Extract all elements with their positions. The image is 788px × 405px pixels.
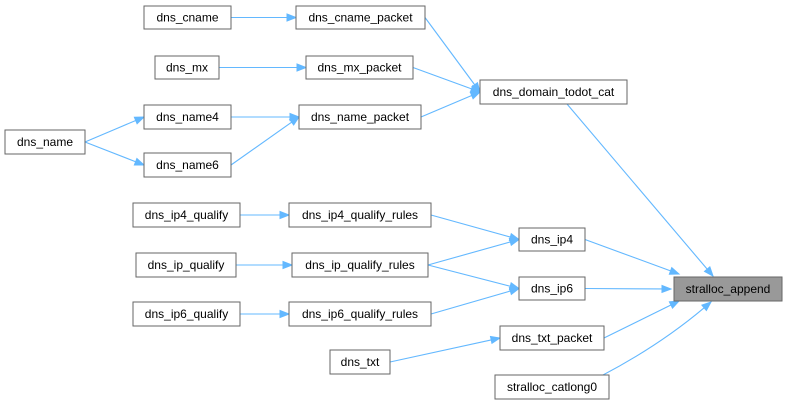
node-label: stralloc_catlong0 xyxy=(507,380,597,394)
node-dns-txt[interactable]: dns_txt xyxy=(329,349,391,375)
node-dns-mx[interactable]: dns_mx xyxy=(154,55,220,80)
edge-dns-ip4-qualify-rules-to-dns-ip4 xyxy=(430,214,521,242)
node-label: dns_ip_qualify xyxy=(148,258,225,272)
edge-dns-txt-to-dns-txt-packet xyxy=(389,335,502,363)
edge-dns-name-to-dns-name4 xyxy=(84,116,146,143)
edge-dns-ip-qualify-rules-to-dns-ip6 xyxy=(427,264,521,291)
edge-dns-ip-qualify-to-dns-ip-qualify-rules xyxy=(236,260,294,270)
edge-dns-mx-packet-to-dns-domain-todot-cat xyxy=(412,66,482,93)
node-label: dns_name4 xyxy=(156,110,219,124)
node-label: dns_mx_packet xyxy=(317,61,402,75)
edge-dns-name-packet-to-dns-domain-todot-cat xyxy=(420,91,482,118)
node-dns-txt-packet[interactable]: dns_txt_packet xyxy=(499,325,605,351)
edge-dns-cname-to-dns-cname-packet xyxy=(231,13,298,22)
edge-dns-ip-qualify-rules-to-dns-ip4 xyxy=(427,237,521,266)
node-dns-ip6[interactable]: dns_ip6 xyxy=(518,276,586,301)
edge-dns-name6-to-dns-name-packet xyxy=(230,116,301,166)
edge-stralloc-catlong0-to-stralloc-append xyxy=(602,301,713,376)
edge-dns-txt-packet-to-stralloc-append xyxy=(603,300,681,339)
node-label: dns_name6 xyxy=(156,158,219,172)
edge-dns-ip6-qualify-to-dns-ip6-qualify-rules xyxy=(240,309,291,319)
edge-dns-ip6-qualify-rules-to-dns-ip6 xyxy=(430,287,521,315)
node-label: dns_mx xyxy=(166,61,208,75)
edge-dns-ip6-to-stralloc-append xyxy=(584,284,673,294)
node-label: dns_txt_packet xyxy=(512,331,593,345)
node-label: dns_ip6_qualify_rules xyxy=(302,307,418,321)
node-dns-name[interactable]: dns_name xyxy=(4,129,86,155)
node-stralloc-catlong0[interactable]: stralloc_catlong0 xyxy=(494,374,610,400)
node-label: dns_ip6_qualify xyxy=(145,307,228,321)
node-label: dns_ip4 xyxy=(531,233,573,247)
edge-dns-cname-packet-to-dns-domain-todot-cat xyxy=(424,17,481,94)
node-dns-ip4[interactable]: dns_ip4 xyxy=(518,227,586,252)
edge-dns-ip4-to-stralloc-append xyxy=(584,238,681,275)
node-label: dns_ip4_qualify_rules xyxy=(302,208,418,222)
node-dns-ip6-qualify[interactable]: dns_ip6_qualify xyxy=(132,301,241,327)
edges-layer xyxy=(84,13,714,376)
node-dns-ip4-qualify-rules[interactable]: dns_ip4_qualify_rules xyxy=(288,202,432,228)
node-dns-cname-packet[interactable]: dns_cname_packet xyxy=(295,5,426,30)
node-dns-cname[interactable]: dns_cname xyxy=(143,5,232,30)
node-dns-ip-qualify[interactable]: dns_ip_qualify xyxy=(135,252,237,278)
node-dns-ip4-qualify[interactable]: dns_ip4_qualify xyxy=(132,202,241,228)
node-label: dns_domain_todot_cat xyxy=(493,85,615,99)
node-dns-ip-qualify-rules[interactable]: dns_ip_qualify_rules xyxy=(291,252,429,278)
node-dns-name-packet[interactable]: dns_name_packet xyxy=(298,104,422,130)
nodes-layer: dns_cname dns_cname_packet dns_mx dns_mx… xyxy=(4,5,783,400)
node-label: dns_txt xyxy=(341,355,380,369)
node-dns-name6[interactable]: dns_name6 xyxy=(143,152,232,178)
node-dns-mx-packet[interactable]: dns_mx_packet xyxy=(305,55,414,80)
edge-dns-ip4-qualify-to-dns-ip4-qualify-rules xyxy=(240,210,291,220)
node-label: dns_name xyxy=(17,135,73,149)
node-label: dns_ip4_qualify xyxy=(145,208,228,222)
node-label: dns_name_packet xyxy=(311,110,410,124)
edge-dns-name4-to-dns-name-packet xyxy=(231,112,301,122)
edge-dns-name-to-dns-name6 xyxy=(84,141,146,166)
edge-dns-domain-todot-cat-to-stralloc-append xyxy=(566,103,714,278)
node-label: dns_ip_qualify_rules xyxy=(305,258,414,272)
edge-dns-mx-to-dns-mx-packet xyxy=(219,63,308,72)
node-label: stralloc_append xyxy=(686,282,771,296)
node-label: dns_cname_packet xyxy=(308,11,413,25)
node-stralloc-append[interactable]: stralloc_append xyxy=(673,276,783,302)
node-dns-domain-todot-cat[interactable]: dns_domain_todot_cat xyxy=(479,79,628,105)
node-dns-ip6-qualify-rules[interactable]: dns_ip6_qualify_rules xyxy=(288,301,432,327)
node-dns-name4[interactable]: dns_name4 xyxy=(143,104,232,130)
node-label: dns_cname xyxy=(156,11,218,25)
node-label: dns_ip6 xyxy=(531,282,573,296)
